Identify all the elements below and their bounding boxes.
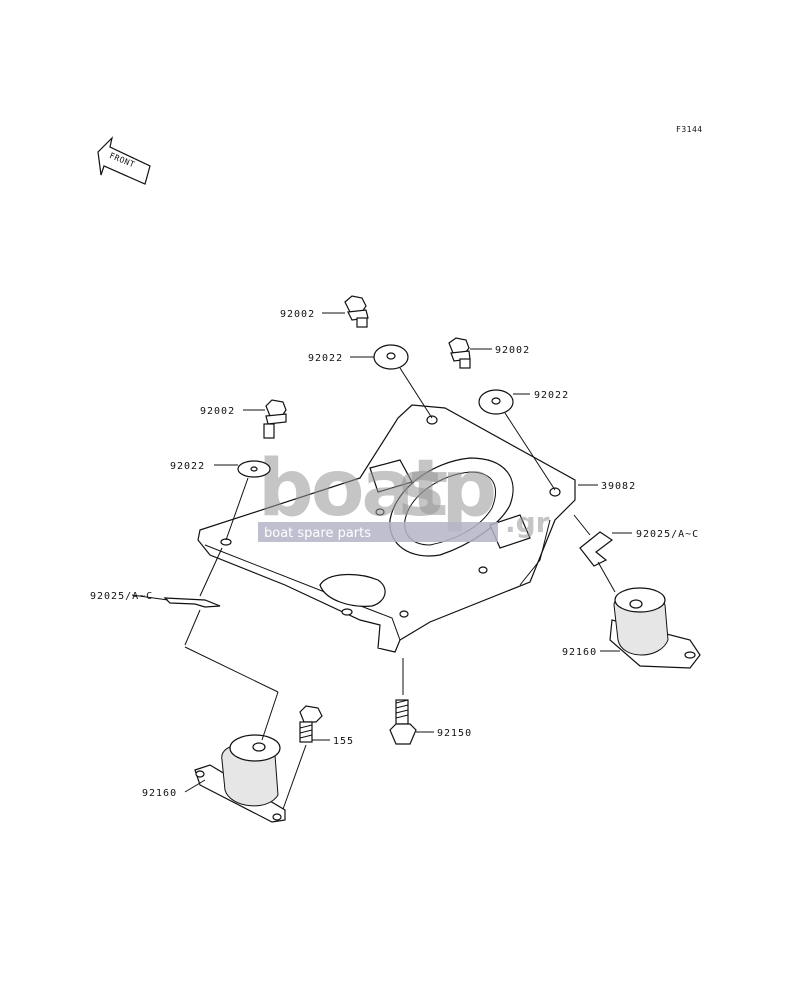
callout-bolt-bottom: 92150 xyxy=(437,728,472,739)
figure-code: F3144 xyxy=(676,125,703,134)
watermark-brand-left: boat xyxy=(258,444,447,534)
callout-bolt-mid: 92002 xyxy=(495,345,530,356)
callout-clip-left: 92025/A~C xyxy=(90,591,153,602)
front-arrow-icon: FRONT xyxy=(97,136,151,185)
watermark-tagline: boat spare parts xyxy=(264,526,371,541)
bolt-top-icon xyxy=(344,295,369,328)
bolt-bottom-icon xyxy=(389,699,417,745)
callout-washer-left: 92022 xyxy=(170,461,205,472)
mount-right-icon xyxy=(609,587,701,669)
bolt-left-icon xyxy=(263,399,287,439)
callout-bracket: 39082 xyxy=(601,481,636,492)
watermark-brand-tld: .gr xyxy=(505,506,550,539)
callout-mount-right: 92160 xyxy=(562,647,597,658)
watermark-brand-right: sp xyxy=(398,444,494,534)
watermark-band xyxy=(258,522,498,542)
callout-bolt-left: 92002 xyxy=(200,406,235,417)
callout-clip-right: 92025/A~C xyxy=(636,529,699,540)
clip-right-icon xyxy=(579,531,614,567)
callout-washer-top: 92022 xyxy=(308,353,343,364)
callout-mount-left: 92160 xyxy=(142,788,177,799)
watermark: boat sp .gr boat spare parts xyxy=(258,444,550,542)
callout-bolt-small: 155 xyxy=(333,736,354,747)
bolt-mid-icon xyxy=(448,337,471,369)
mount-left-icon xyxy=(194,734,286,823)
bolt-small-icon xyxy=(299,705,323,743)
callout-washer-right: 92022 xyxy=(534,390,569,401)
callout-bolt-top: 92002 xyxy=(280,309,315,320)
clip-left-icon xyxy=(163,597,221,608)
